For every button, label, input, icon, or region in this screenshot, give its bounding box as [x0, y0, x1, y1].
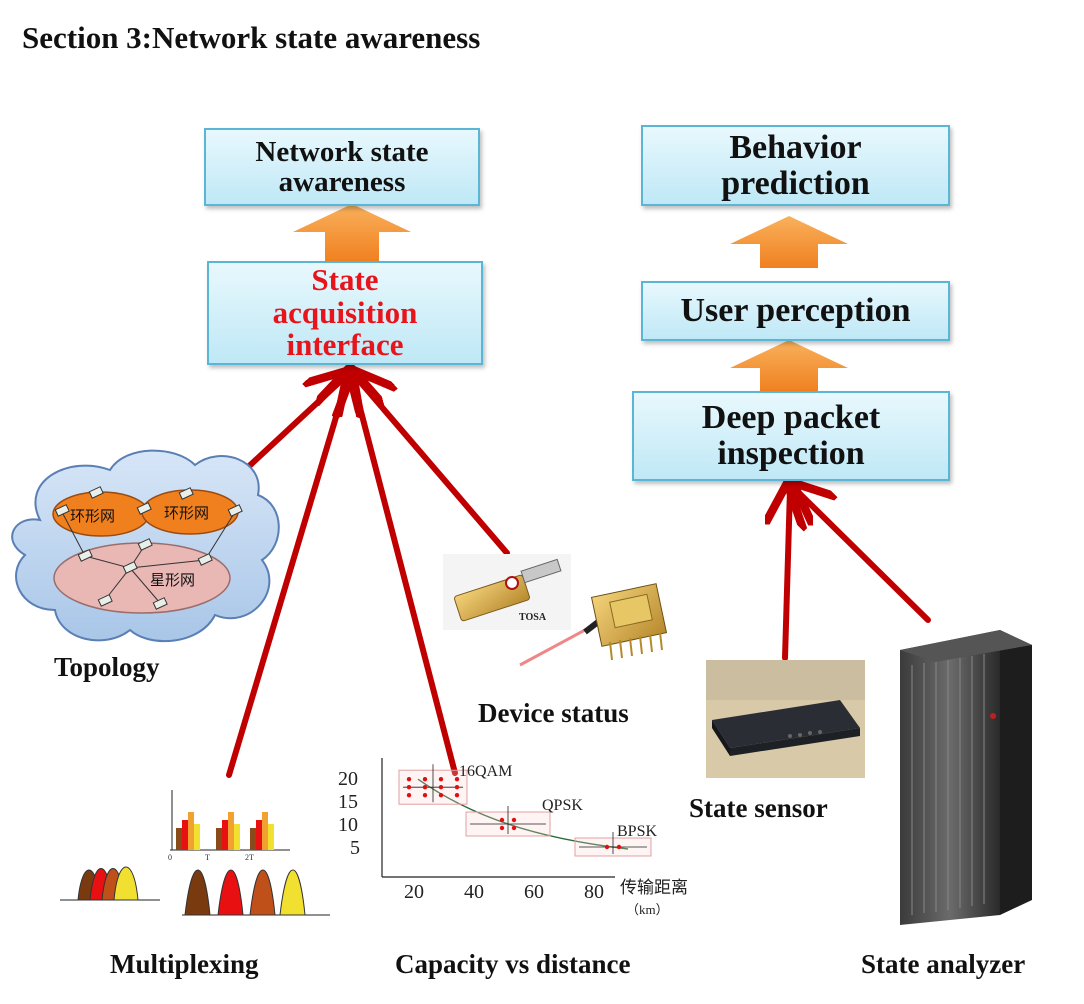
multiplexing-caption: Multiplexing [110, 949, 259, 979]
y-tick-label: 10 [338, 814, 358, 836]
sensor-arrow [785, 489, 790, 661]
x-tick-label: 80 [584, 881, 604, 903]
state-sensor-caption: State sensor [689, 793, 828, 823]
x-axis-label: 传输距离 [620, 878, 688, 897]
behavior-prediction-box: Behavior prediction [641, 125, 950, 206]
modulation-label: QPSK [542, 797, 583, 814]
modulation-label: 16QAM [459, 763, 512, 780]
constellation-point [438, 793, 444, 798]
deep-packet-inspection-box: Deep packet inspection [632, 391, 950, 481]
up-arrow-icon [293, 204, 411, 262]
constellation-point [422, 793, 428, 798]
y-tick-label: 5 [350, 837, 360, 859]
mux-tick: 0 [168, 853, 172, 862]
y-tick-label: 20 [338, 768, 358, 790]
constellation-point [454, 793, 460, 798]
box-line: State [311, 262, 379, 298]
constellation-point [406, 793, 412, 798]
box-line: Deep packet [701, 399, 881, 437]
multiplexing-arrow [226, 377, 348, 778]
server-rack-icon [900, 630, 1032, 925]
mux-tick: 2T [245, 853, 254, 862]
x-tick-label: 20 [404, 881, 424, 903]
state-analyzer-caption: State analyzer [861, 949, 1026, 979]
tosa-module-icon: TOSA [443, 554, 571, 630]
state-acquisition-interface-box: State acquisition interface [207, 261, 483, 365]
constellation-point [499, 825, 505, 831]
slide-title: Section 3:Network state awareness [22, 20, 481, 55]
topology-caption: Topology [54, 652, 160, 682]
multiplexing-diagram: 0 T 2T [60, 790, 330, 916]
box-line: Behavior [729, 128, 862, 166]
up-arrow-icon [730, 216, 848, 268]
box-line: acquisition [272, 294, 418, 330]
box-line: Network state [255, 135, 429, 168]
mux-tick: T [205, 853, 210, 862]
modulation-label: BPSK [617, 823, 657, 840]
constellation-point [511, 825, 517, 831]
up-arrow-icon [730, 340, 848, 392]
constellation-point [604, 844, 610, 850]
x-tick-label: 60 [524, 881, 544, 903]
analyzer-arrow [795, 489, 931, 623]
network-state-awareness-box: Network state awareness [204, 128, 480, 206]
capacity-arrow [352, 377, 458, 776]
laser-module-icon [519, 583, 668, 667]
ring-network-label: 环形网 [164, 505, 209, 522]
box-line: User perception [680, 292, 911, 330]
ring-network-label: 环形网 [70, 508, 115, 525]
x-axis-unit: （km） [626, 902, 669, 917]
y-tick-label: 15 [338, 791, 358, 813]
constellation-point [454, 777, 460, 782]
user-perception-box: User perception [641, 281, 950, 341]
state-sensor-icon [706, 660, 865, 778]
device-status-caption: Device status [478, 698, 629, 728]
constellation-point [616, 844, 622, 850]
capacity-distance-caption: Capacity vs distance [395, 949, 631, 979]
constellation-point [511, 817, 517, 823]
constellation-point [438, 785, 444, 790]
constellation-point [454, 785, 460, 790]
device-status-arrow [356, 377, 510, 556]
constellation-point [422, 777, 428, 782]
constellation-point [499, 817, 505, 823]
star-network-label: 星形网 [150, 572, 195, 589]
box-line: prediction [721, 164, 870, 202]
box-line: interface [286, 327, 404, 363]
constellation-point [422, 785, 428, 790]
x-tick-label: 40 [464, 881, 484, 903]
tosa-label: TOSA [519, 612, 547, 623]
constellation-point [406, 777, 412, 782]
topology-cloud-icon: 环形网 环形网 星形网 [11, 449, 280, 643]
constellation-point [438, 777, 444, 782]
box-line: inspection [717, 435, 865, 472]
box-line: awareness [278, 166, 406, 198]
constellation-point [406, 785, 412, 790]
